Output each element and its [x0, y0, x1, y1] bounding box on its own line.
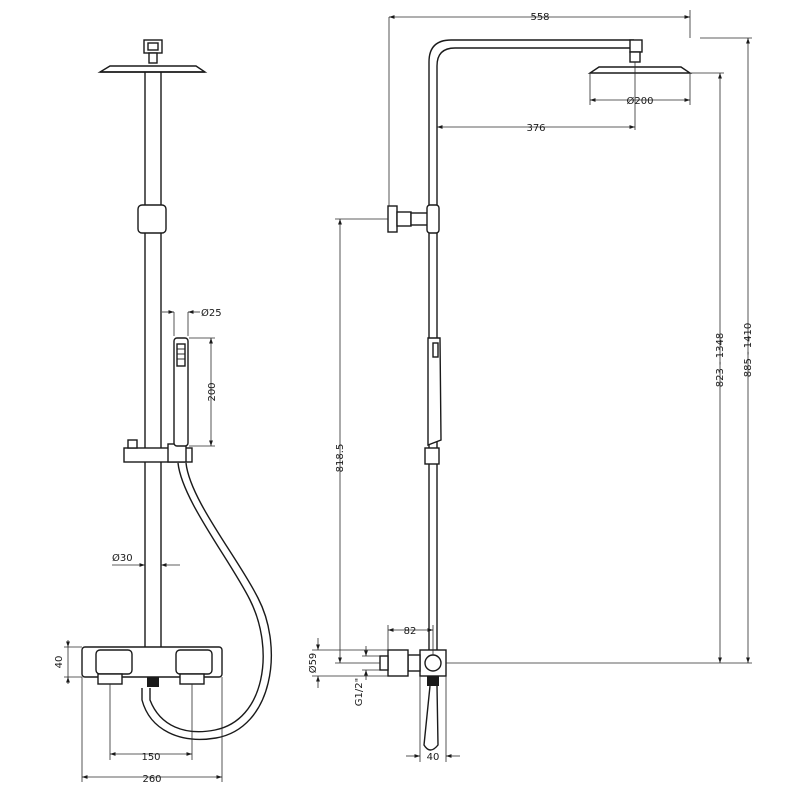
side-dim-bracket-height: 818.5	[335, 218, 388, 664]
side-hose	[423, 685, 439, 751]
side-dim-height-range-high: 885 - 1410	[743, 38, 754, 663]
side-label-bracket-height: 818.5	[335, 444, 346, 473]
side-label-thread-size: G1/2"	[354, 678, 365, 706]
front-view: Ø25 200 Ø30 40 150	[54, 39, 272, 785]
side-label-height-range-high: 885 - 1410	[743, 323, 754, 378]
side-dim-outlet-offset: 82	[387, 625, 434, 655]
side-dim-outlet-diameter: Ø59	[307, 638, 388, 688]
side-wall-bracket	[387, 204, 440, 234]
side-label-head-diameter: Ø200	[627, 95, 654, 107]
front-label-valve-height: 40	[54, 656, 65, 669]
side-label-arm-length: 376	[526, 123, 545, 134]
front-label-riser-diameter: Ø30	[112, 552, 133, 564]
side-dim-arm-projection: 558	[388, 10, 752, 206]
front-dim-handset-length: 200	[189, 337, 218, 447]
side-valve-body	[379, 649, 447, 686]
front-dim-head-diameter: Ø25	[162, 307, 222, 336]
side-label-outlet-width: 40	[427, 752, 440, 763]
front-dim-riser-diameter: Ø30	[112, 552, 180, 567]
front-dim-valve-height: 40	[54, 640, 82, 684]
side-label-outlet-offset: 82	[404, 626, 417, 637]
front-dim-valve-width: 260	[81, 677, 223, 785]
front-thermostatic-valve	[81, 646, 223, 687]
front-handset-holder	[123, 439, 193, 463]
front-shower-head	[97, 39, 208, 73]
side-riser-and-arm	[428, 39, 643, 653]
side-dim-arm-length: 376	[437, 62, 636, 134]
front-dim-valve-centres: 150	[109, 684, 193, 763]
side-shower-head	[587, 51, 693, 74]
side-label-outlet-diameter: Ø59	[307, 653, 319, 674]
front-riser-clamp	[137, 204, 167, 234]
front-riser-pipe	[144, 72, 162, 647]
side-dim-thread-size: G1/2"	[354, 646, 380, 706]
side-label-height-range-low: 823 - 1348	[715, 333, 726, 388]
front-hose	[141, 462, 272, 741]
front-label-handset-length: 200	[207, 382, 218, 401]
front-label-valve-centres: 150	[141, 752, 160, 763]
side-handset	[424, 337, 442, 465]
side-view: 558 Ø200 376 818.5 823 - 1348	[307, 10, 754, 763]
front-label-valve-width: 260	[142, 774, 161, 785]
front-label-head-diameter: Ø25	[201, 307, 222, 319]
side-dim-outlet-width: 40	[406, 676, 460, 763]
side-dim-height-range-low: 823 - 1348	[446, 72, 752, 664]
side-label-arm-projection: 558	[530, 12, 549, 23]
front-hand-shower	[173, 337, 189, 447]
side-dim-head-diameter: Ø200	[589, 73, 691, 107]
